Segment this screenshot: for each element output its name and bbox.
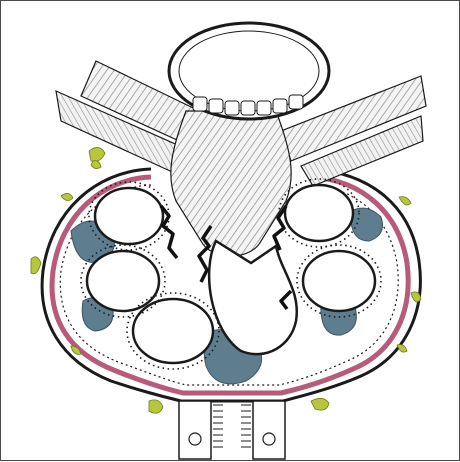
capillary-loop <box>133 299 213 363</box>
brush-border <box>213 405 251 447</box>
tubule-nucleus <box>263 433 275 445</box>
capillary-loop <box>285 185 353 241</box>
tubule-wall-right <box>253 401 285 459</box>
capillary-loop <box>95 188 163 244</box>
endothelial-cell <box>273 99 287 113</box>
capsule-cell <box>399 197 411 205</box>
endothelial-cell <box>257 101 271 115</box>
capillary-loop <box>87 251 159 311</box>
capsule-cell <box>149 400 163 413</box>
endothelial-cell <box>241 101 255 115</box>
capsule-cell <box>89 147 105 161</box>
endothelial-cell <box>193 97 207 111</box>
tubule-nucleus <box>189 433 201 445</box>
endothelial-cell <box>209 99 223 113</box>
endothelial-cell <box>289 95 303 109</box>
endothelial-cell <box>225 101 239 115</box>
capsule-cell <box>311 398 329 410</box>
capillary-loop <box>303 251 375 311</box>
capsule-cell <box>91 161 101 169</box>
proximal-tubule <box>179 401 285 459</box>
podocyte-body <box>351 208 383 241</box>
capsule-cell <box>31 257 41 274</box>
capsule-cell <box>397 345 407 353</box>
tubule-wall-left <box>179 401 211 459</box>
capsule-cell <box>61 193 73 200</box>
mesangial-stalk <box>171 111 291 256</box>
